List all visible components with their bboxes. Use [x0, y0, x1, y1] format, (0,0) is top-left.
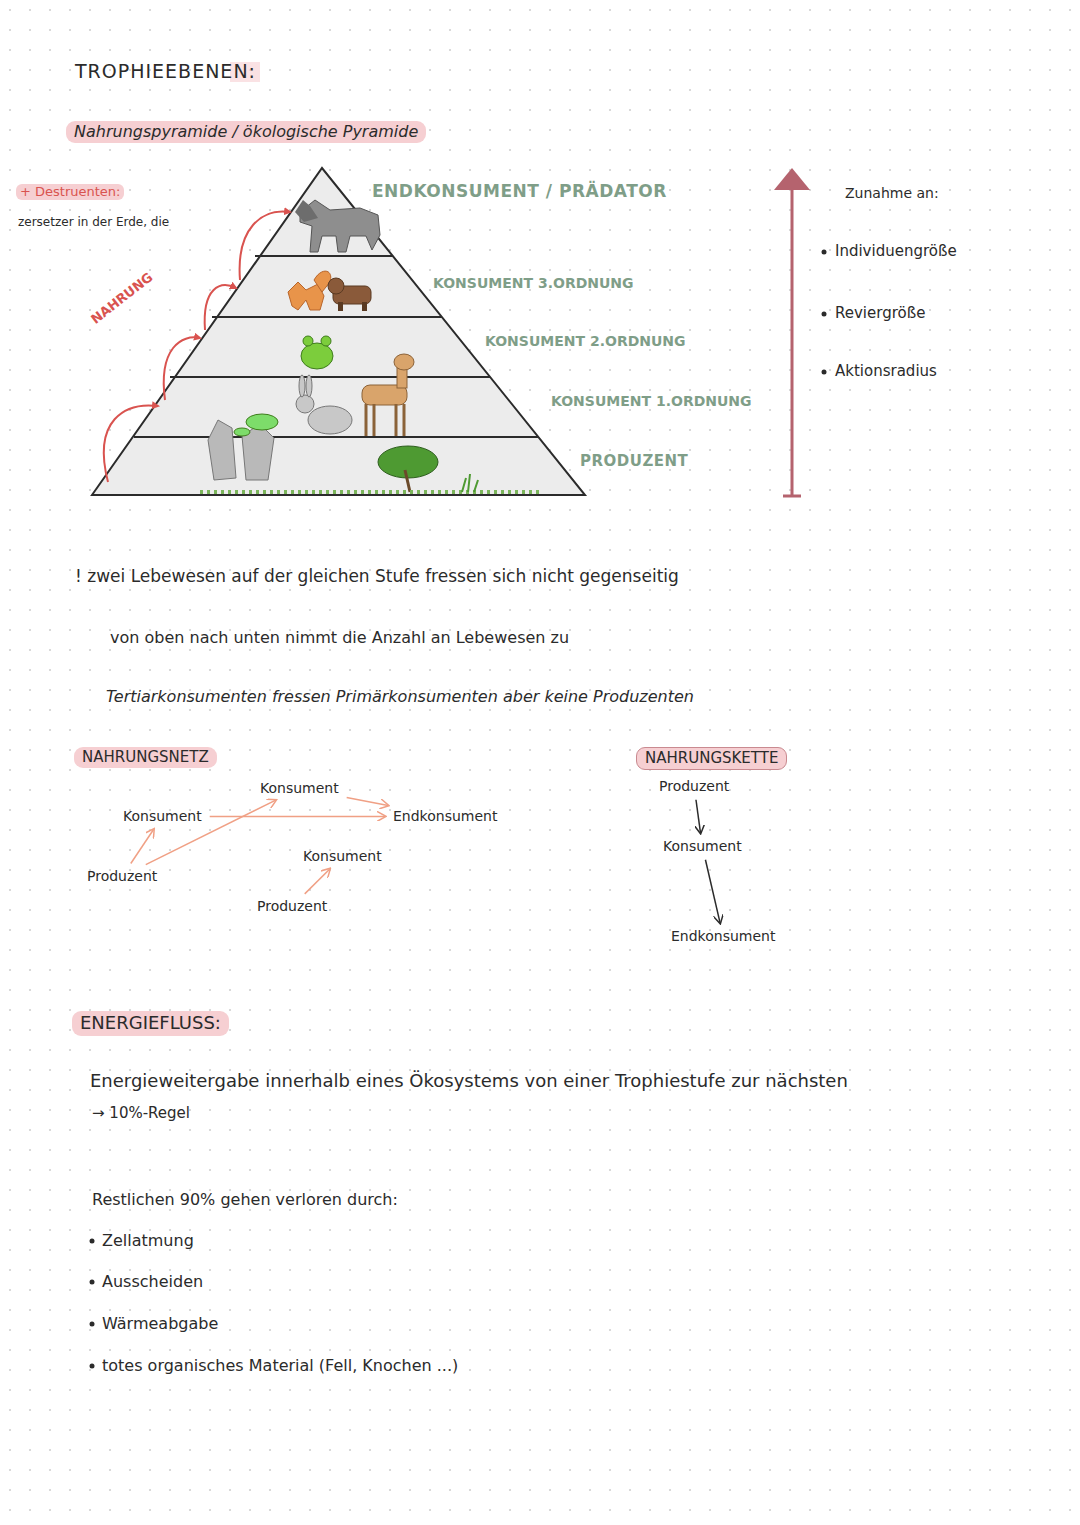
- note-text: Reviergröße: [835, 304, 925, 323]
- web-arrow: [305, 869, 330, 894]
- note-text: KONSUMENT 2.ORDNUNG: [485, 333, 686, 351]
- node-text: Produzent: [659, 778, 729, 795]
- node-text: Produzent: [87, 868, 157, 885]
- note-text: von oben nach unten nimmt die Anzahl an …: [110, 628, 569, 648]
- text-node: Endkonsument: [388, 806, 502, 827]
- note-text: NAHRUNGSKETTE: [636, 747, 787, 770]
- note-text: Aktionsradius: [835, 362, 937, 381]
- bear-icon: [328, 278, 371, 311]
- note-text: ! zwei Lebewesen auf der gleichen Stufe …: [75, 566, 679, 587]
- node-text: Konsument: [303, 848, 382, 865]
- text-node: Produzent: [252, 896, 332, 917]
- nutrition-arrows: [104, 212, 290, 482]
- wolf-icon: [295, 200, 380, 252]
- chain-arrow: [705, 860, 720, 923]
- node-text: Produzent: [257, 898, 327, 915]
- text-node: Produzent: [82, 866, 162, 887]
- bullet-dots: [90, 250, 827, 1369]
- note-text: Individuengröße: [835, 242, 957, 261]
- node-text: Endkonsument: [671, 928, 775, 945]
- increase-arrow: [774, 168, 810, 496]
- note-text: NAHRUNGSNETZ: [74, 747, 217, 768]
- node-text: Endkonsument: [393, 808, 497, 825]
- note-text: Zellatmung: [102, 1231, 194, 1251]
- mushroom-icon: [208, 414, 278, 480]
- text-node: Konsument: [255, 778, 344, 799]
- note-text: ENERGIEFLUSS:: [72, 1011, 229, 1036]
- text-node: Endkonsument: [666, 926, 780, 947]
- side-note: NAHRUNG: [88, 269, 156, 327]
- note-text: totes organisches Material (Fell, Knoche…: [102, 1356, 458, 1376]
- note-text: ENDKONSUMENT / PRÄDATOR: [372, 181, 667, 202]
- note-text: Nahrungspyramide / ökologische Pyramide: [66, 121, 426, 143]
- deer-icon: [362, 354, 414, 436]
- text-node: Konsument: [298, 846, 387, 867]
- node-text: Konsument: [260, 780, 339, 797]
- note-text: Zunahme an:: [845, 185, 939, 203]
- note-text: Energieweitergabe innerhalb eines Ökosys…: [90, 1070, 848, 1093]
- page-title: TROPHIEEBENEN:: [75, 60, 256, 84]
- note-text: Restlichen 90% gehen verloren durch:: [92, 1190, 398, 1210]
- text-node: Konsument: [658, 836, 747, 857]
- note-text: + Destruenten:: [16, 184, 124, 200]
- node-text: Konsument: [123, 808, 202, 825]
- tree-icon: [200, 446, 540, 492]
- note-text: zersetzer in der Erde, die: [18, 215, 169, 230]
- note-text: PRODUZENT: [580, 452, 688, 471]
- note-text: KONSUMENT 1.ORDNUNG: [551, 393, 752, 411]
- rabbit-icon: [296, 375, 352, 434]
- note-text: Ausscheiden: [102, 1272, 203, 1292]
- fox-icon: [288, 271, 331, 310]
- node-text: Konsument: [663, 838, 742, 855]
- note-text: → 10%-Regel: [92, 1104, 190, 1123]
- web-arrow: [347, 797, 388, 805]
- note-text: KONSUMENT 3.ORDNUNG: [433, 275, 634, 293]
- web-arrow: [131, 829, 154, 863]
- text-node: Produzent: [654, 776, 734, 797]
- chain-arrow: [696, 800, 701, 833]
- text-node: Konsument: [118, 806, 207, 827]
- web-arrow: [210, 816, 385, 818]
- note-text: Wärmeabgabe: [102, 1314, 218, 1334]
- frog-icon: [301, 336, 333, 369]
- note-text: Tertiarkonsumenten fressen Primärkonsume…: [106, 687, 694, 707]
